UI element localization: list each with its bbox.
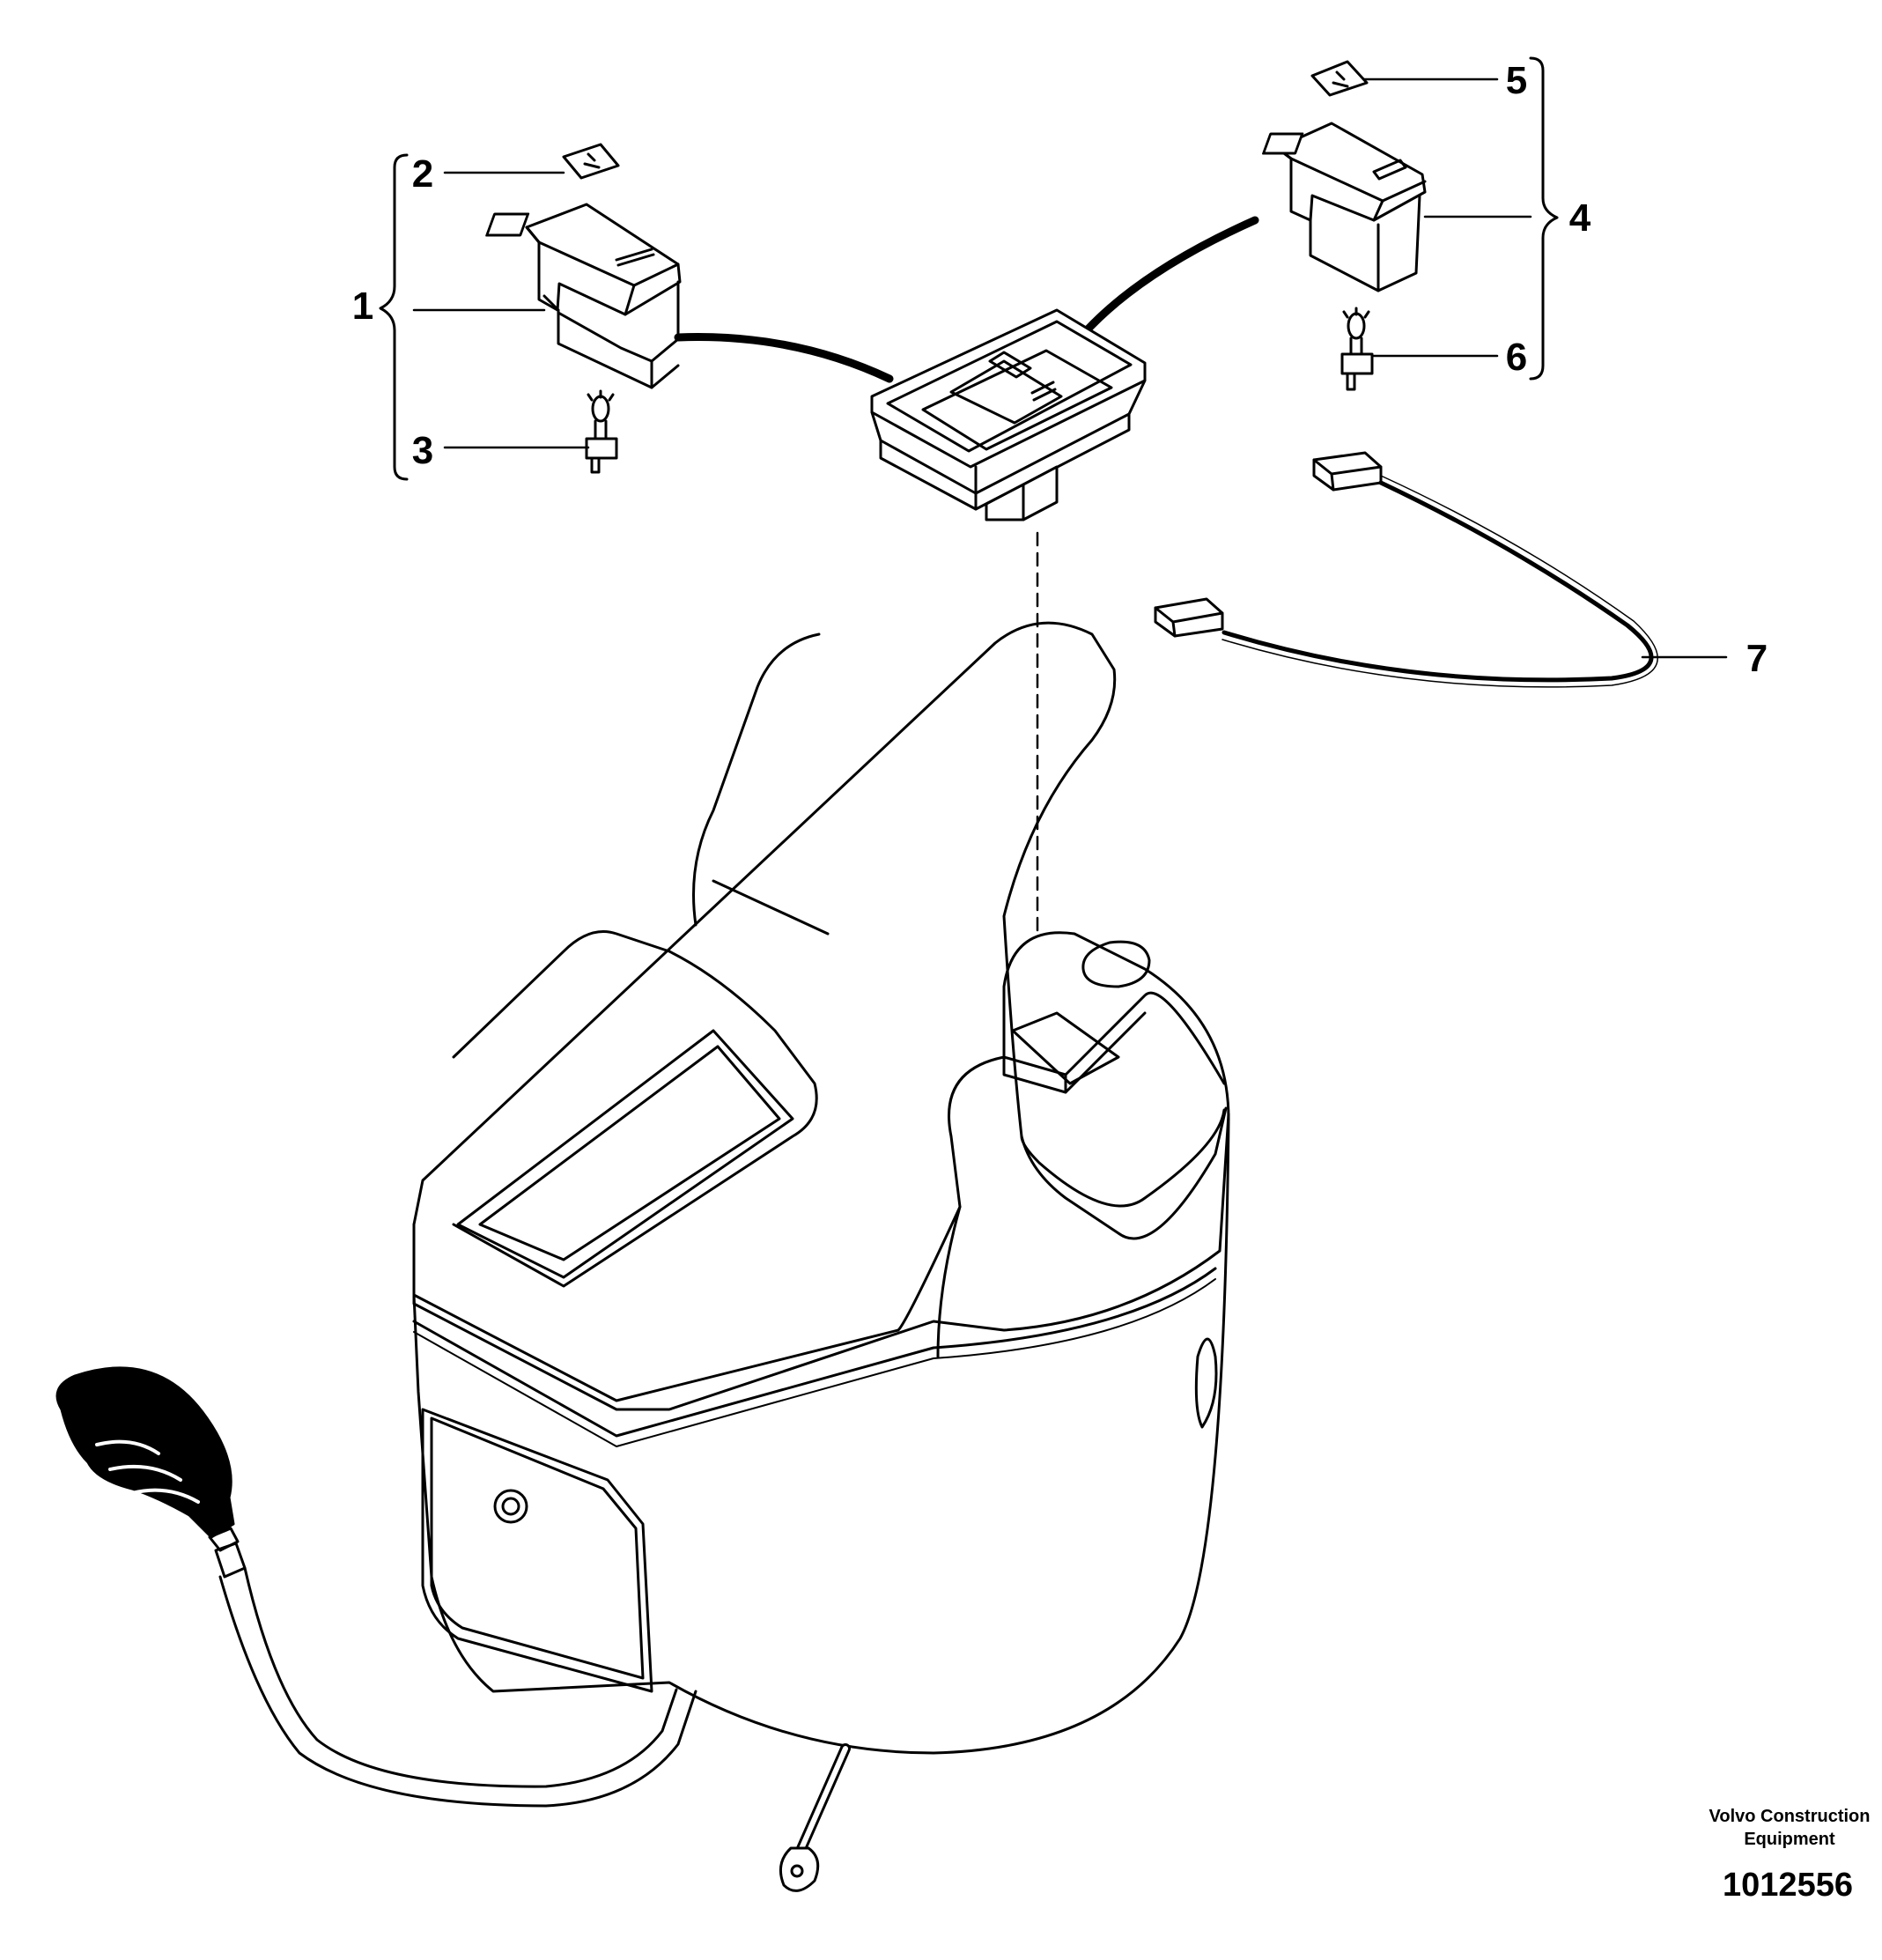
bulb-right [1340,307,1374,391]
callout-4: 4 [1569,196,1591,240]
joystick-cable [218,1575,697,1808]
cable-right-to-panel [1074,216,1259,344]
callout-2: 2 [412,152,433,196]
leaders-left [412,171,590,449]
lens-cap-left [562,143,620,180]
bracket-left [379,153,409,481]
callout-1: 1 [352,285,373,328]
switch-left [485,203,682,389]
callout-7: 7 [1746,637,1768,680]
joystick-cable-inner [243,1566,678,1788]
bracket-right [1529,56,1559,381]
callout-5: 5 [1506,59,1527,102]
part-number: 1012556 [1723,1867,1853,1904]
cable-harness [1154,451,1658,688]
callout-6: 6 [1506,336,1527,379]
switch-panel-housing [870,308,1147,521]
cable-left-to-panel [674,333,894,383]
brand-line-1: Volvo Construction [1709,1807,1871,1826]
bulb-left [585,389,618,474]
lens-cap-right [1310,60,1369,97]
switch-right [1262,122,1427,292]
brand-line-2: Equipment [1744,1830,1835,1849]
callout-3: 3 [412,429,433,472]
joystick-handle [55,1366,247,1579]
leaders-right [1362,78,1532,358]
ground-lead [779,1743,851,1892]
console-body [412,621,1230,1755]
